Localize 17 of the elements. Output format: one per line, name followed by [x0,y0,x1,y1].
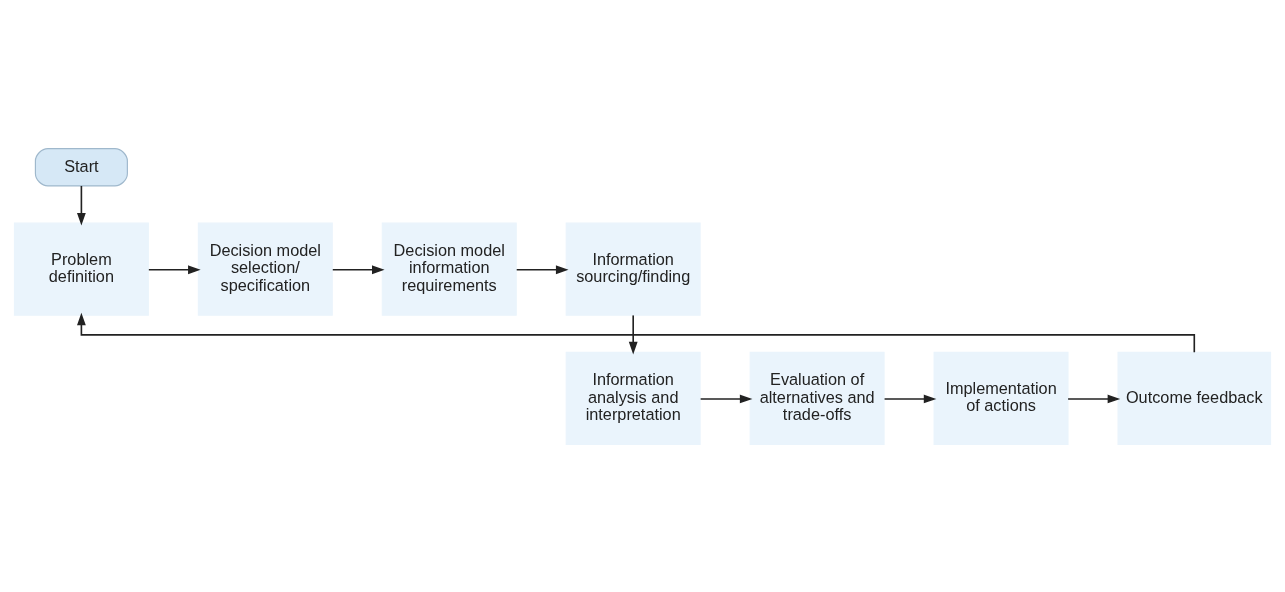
node-box: Implementation of actions [933,351,1069,445]
arrow [77,184,86,226]
arrow [699,394,753,403]
arrow [883,394,937,403]
arrow [515,264,569,274]
node-box: Evaluation of alternatives and trade-offs [749,351,885,445]
node-box: Decision model selection/ specification [197,222,333,316]
node-box: Outcome feedback [1117,351,1272,445]
node-box: Problem definition [13,222,149,316]
node-box: Start [34,147,128,186]
node-box: Information sourcing/finding [565,222,701,316]
arrow [628,314,638,354]
node-box: Information analysis and interpretation [565,351,701,445]
arrow [331,264,385,274]
node-box: Decision model information requirements [381,222,517,316]
arrow [1067,394,1121,403]
arrow [148,264,201,274]
